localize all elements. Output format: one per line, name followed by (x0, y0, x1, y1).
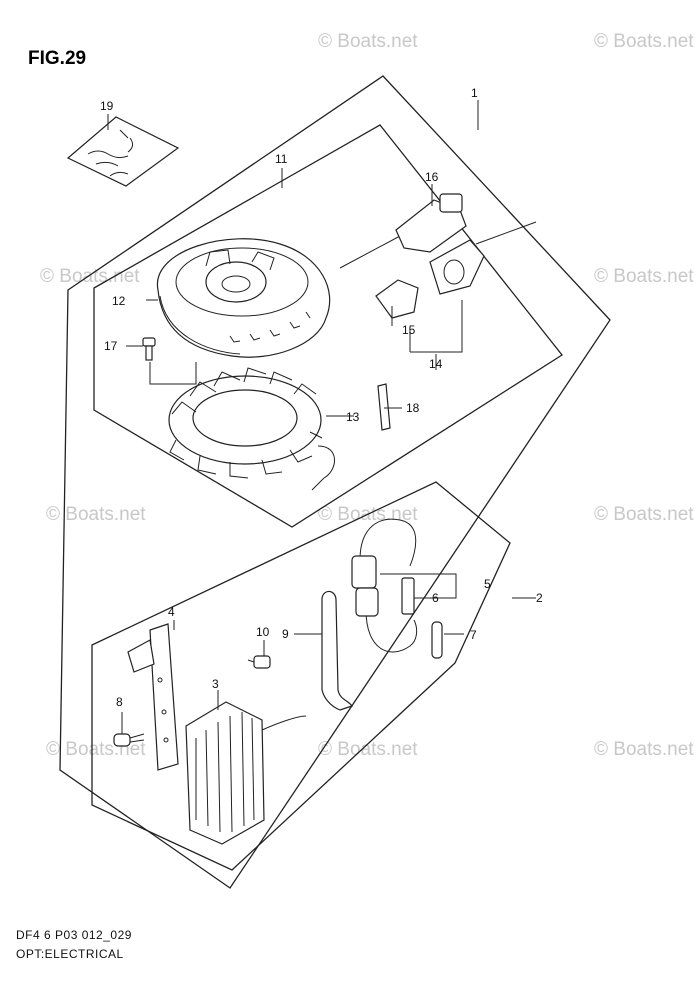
part-10-screw (247, 655, 271, 669)
part-18-clip (377, 383, 391, 431)
callout-6: 6 (432, 591, 439, 605)
watermark: © Boats.net (594, 31, 694, 52)
part-19-bag (66, 116, 180, 187)
callout-14: 14 (429, 357, 443, 371)
callout-4: 4 (168, 605, 175, 619)
callout-12: 12 (112, 294, 126, 308)
callout-8: 8 (116, 695, 123, 709)
part-17-bolt (142, 337, 156, 361)
callout-19: 19 (100, 99, 114, 113)
callout-18: 18 (406, 401, 420, 415)
watermark: © Boats.net (40, 266, 140, 287)
watermark: © Boats.net (594, 739, 694, 760)
callout-9: 9 (282, 627, 289, 641)
callout-15: 15 (402, 323, 416, 337)
watermark: © Boats.net (594, 266, 694, 287)
part-16-connector (339, 193, 467, 269)
figure-title: FIG.29 (28, 48, 86, 69)
callout-5: 5 (484, 577, 491, 591)
part-12-flywheel (156, 238, 331, 358)
leader-lines (107, 100, 536, 734)
callout-7: 7 (470, 628, 477, 642)
footer-code: DF4 6 P03 012_029 (16, 928, 132, 942)
part-6-fuse (401, 577, 415, 615)
part-3-rectifier (185, 701, 307, 845)
callout-3: 3 (212, 677, 219, 691)
watermark: © Boats.net (318, 31, 418, 52)
callout-17: 17 (104, 339, 118, 353)
watermark: © Boats.net (46, 504, 146, 525)
callout-16: 16 (425, 170, 439, 184)
part-13-stator (168, 367, 335, 491)
watermark: © Boats.net (318, 739, 418, 760)
part-5-fuse-holder (351, 518, 418, 653)
kit-frame-lower (91, 481, 511, 871)
callout-11: 11 (275, 152, 288, 166)
callout-1: 1 (471, 86, 478, 100)
part-9-strap (321, 590, 353, 711)
callout-13: 13 (346, 410, 360, 424)
footer-caption: OPT:ELECTRICAL (16, 947, 124, 961)
watermark: © Boats.net (594, 504, 694, 525)
part-4-bracket (127, 623, 179, 771)
kit-frame-outer (59, 75, 611, 889)
part-14-15-connectors (375, 221, 537, 319)
callout-10: 10 (256, 625, 270, 639)
callout-2: 2 (536, 591, 543, 605)
kit-frame-upper (93, 124, 563, 528)
callouts: 1 11 19 16 12 17 13 18 15 14 5 2 6 7 9 4… (100, 86, 543, 709)
part-7-clip (431, 621, 443, 659)
